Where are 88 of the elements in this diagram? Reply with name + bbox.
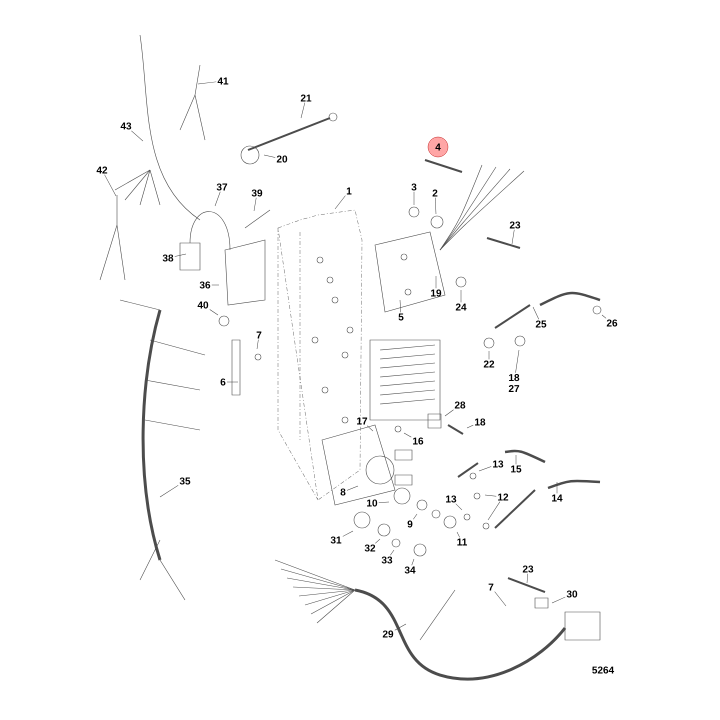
leader-line	[104, 174, 116, 196]
leader-line	[413, 514, 418, 520]
callout-number: 28	[454, 401, 466, 409]
leader-line	[264, 154, 276, 158]
callout-number: 18	[475, 418, 486, 426]
callout-number: 32	[364, 544, 376, 552]
leader-line	[404, 432, 412, 438]
leader-line	[174, 254, 186, 257]
callout-number: 41	[218, 78, 228, 84]
callout-number: 19	[431, 289, 442, 297]
callout-number: 31	[330, 536, 342, 544]
callout-number: 17	[357, 418, 368, 424]
callout-number: 21	[300, 94, 312, 102]
leader-line	[526, 574, 528, 584]
callout-number: 13	[446, 495, 456, 503]
callout-number: 35	[180, 477, 190, 485]
leader-line	[256, 339, 259, 350]
figure-number: 5264	[592, 666, 614, 674]
leader-line	[334, 195, 346, 210]
callout-number: 11	[457, 538, 468, 546]
callout-number: 5	[398, 314, 404, 320]
leader-line	[131, 130, 144, 142]
leader-line	[556, 482, 558, 494]
leader-line	[198, 82, 216, 84]
callout-number: 29	[382, 630, 394, 638]
leader-line	[254, 198, 256, 212]
callout-number: 34	[404, 566, 416, 574]
leader-line	[342, 530, 354, 537]
callout-number: 15	[511, 466, 522, 472]
callout-number: 24	[456, 304, 466, 310]
leader-line	[444, 410, 454, 416]
leader-line	[532, 306, 540, 320]
callout-number: 10	[367, 499, 378, 507]
leader-line	[484, 494, 496, 496]
callout-number: 23	[522, 565, 534, 573]
callout-number: 6	[220, 378, 226, 386]
leader-line	[160, 485, 178, 498]
callout-number: 43	[120, 122, 132, 130]
callout-number: 13	[493, 460, 504, 468]
leader-line	[212, 284, 220, 286]
leader-line	[375, 538, 380, 544]
leader-line	[210, 309, 218, 316]
callout-number: 22	[484, 360, 494, 368]
callout-number: 40	[198, 301, 208, 309]
leader-line	[488, 501, 500, 520]
leader-line	[346, 486, 358, 491]
leader-line	[411, 558, 414, 566]
callout-number: 23	[510, 221, 520, 229]
callout-number: 37	[216, 183, 228, 191]
leader-line	[488, 350, 490, 360]
leader-line	[456, 504, 462, 510]
leader-line	[466, 424, 474, 428]
callout-number: 7	[488, 584, 494, 590]
callout-number: 30	[566, 590, 578, 598]
leader-line	[214, 192, 220, 206]
callout-number: 14	[552, 494, 562, 502]
leader-line	[390, 550, 394, 556]
leader-line	[552, 596, 566, 604]
leader-line	[366, 425, 374, 432]
callout-number: 2	[432, 190, 438, 196]
leader-line	[460, 290, 462, 303]
callout-number: 16	[413, 437, 424, 445]
leader-line	[515, 350, 520, 374]
callout-number: 18 27	[508, 374, 520, 392]
leader-line	[494, 591, 506, 606]
callout-number: 9	[408, 520, 412, 528]
leader-line	[434, 197, 436, 214]
callout-number: 36	[200, 281, 210, 289]
callout-number: 39	[252, 189, 262, 197]
callout-number: 20	[276, 155, 288, 163]
callout-number: 42	[96, 166, 108, 174]
leader-line	[400, 300, 401, 313]
leader-line	[456, 532, 460, 538]
callout-number: 3	[411, 183, 416, 191]
callout-number: 12	[498, 494, 508, 500]
callout-number: 25	[536, 320, 546, 328]
callout-number: 33	[382, 556, 392, 564]
callout-number: 26	[606, 319, 618, 327]
leader-line	[394, 624, 406, 630]
callout-number: 38	[162, 254, 174, 262]
callout-number: 8	[340, 488, 346, 496]
callout-number: 1	[346, 188, 352, 194]
leader-line	[378, 502, 390, 503]
leader-line	[512, 230, 514, 244]
leader-line	[478, 466, 492, 472]
callout-number: 7	[256, 332, 262, 338]
leader-line	[602, 314, 606, 319]
leader-line	[300, 102, 306, 118]
